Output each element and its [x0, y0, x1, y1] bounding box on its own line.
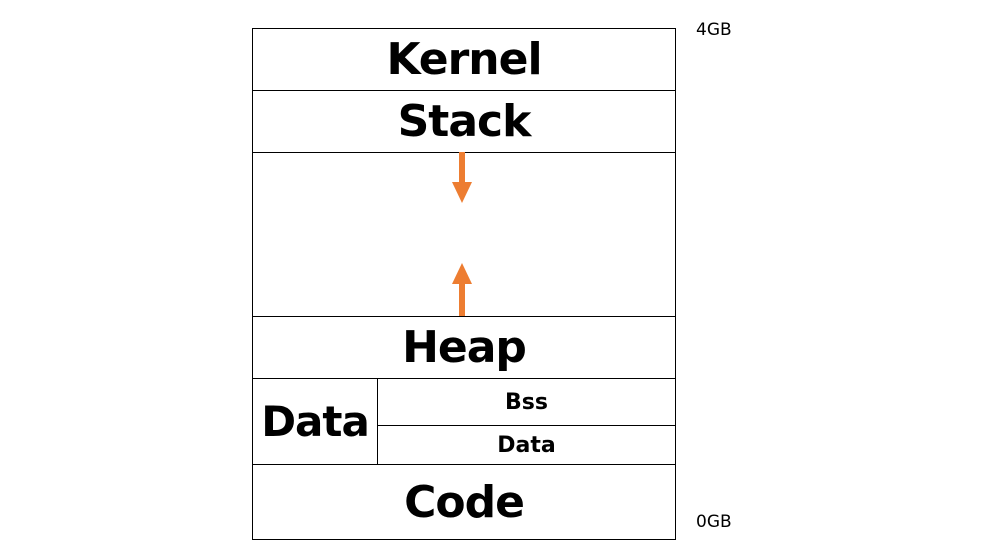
- kernel-label: Kernel: [386, 34, 542, 85]
- data-segment: Data Bss Data: [253, 379, 675, 465]
- data-subsegment: Data: [378, 426, 675, 464]
- stack-label: Stack: [397, 96, 532, 147]
- heap-label: Heap: [402, 322, 527, 373]
- bss-label: Bss: [505, 389, 548, 415]
- heap-growth-arrow-icon: [452, 263, 472, 316]
- free-space-segment: [253, 153, 675, 317]
- stack-growth-arrow-icon: [452, 152, 472, 203]
- bss-subsegment: Bss: [378, 379, 675, 426]
- data-sub-label: Data: [497, 432, 556, 458]
- code-label: Code: [404, 476, 525, 528]
- kernel-segment: Kernel: [253, 29, 675, 91]
- address-top-label: 4GB: [696, 20, 732, 40]
- heap-segment: Heap: [253, 317, 675, 379]
- stack-segment: Stack: [253, 91, 675, 153]
- code-segment: Code: [253, 465, 675, 539]
- data-segment-label: Data: [253, 379, 378, 464]
- memory-layout-diagram: Kernel Stack Heap Data Bss Data Code: [252, 28, 676, 540]
- address-bottom-label: 0GB: [696, 512, 732, 532]
